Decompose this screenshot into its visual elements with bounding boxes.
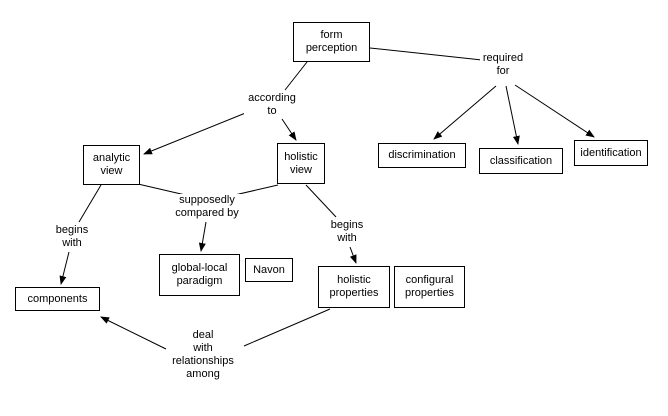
link-label-begins-with-left: begins with xyxy=(50,224,94,250)
node-discrimination: discrimination xyxy=(378,143,466,168)
node-navon: Navon xyxy=(245,258,293,282)
node-global-local-paradigm: global-local paradigm xyxy=(159,254,240,296)
node-holistic-view: holistic view xyxy=(277,143,325,184)
node-configural-properties: configural properties xyxy=(394,266,465,308)
link-label-required-for: required for xyxy=(480,52,526,78)
edge-deal_with-to-components xyxy=(100,316,167,350)
edge-begins_with_left-to-components xyxy=(59,251,70,285)
node-holistic-properties: holistic properties xyxy=(318,266,390,308)
edge-according_to-to-analytic_view xyxy=(143,111,249,155)
edge-holistic_properties-to-deal_with xyxy=(243,308,331,347)
edge-form_perception-to-required_for xyxy=(369,47,483,61)
edge-required_for-to-classification xyxy=(505,85,520,145)
link-label-supposedly-compared-by: supposedly compared by xyxy=(171,194,243,220)
edge-analytic_view-to-begins_with_left xyxy=(78,184,102,223)
edge-supposedly_compared_by-to-global_local_paradigm xyxy=(198,221,207,252)
node-classification: classification xyxy=(479,148,563,174)
link-label-according-to: according to xyxy=(244,92,300,118)
edge-according_to-to-holistic_view xyxy=(281,118,297,141)
node-identification: identification xyxy=(574,140,648,166)
edge-form_perception-to-according_to xyxy=(284,61,308,91)
node-form-perception: form perception xyxy=(293,22,370,62)
edge-required_for-to-discrimination xyxy=(433,85,497,140)
edge-required_for-to-identification xyxy=(514,84,595,138)
node-analytic-view: analytic view xyxy=(83,145,140,185)
edge-holistic_view-to-begins_with_right xyxy=(305,184,337,218)
node-components: components xyxy=(15,287,100,311)
link-label-deal-with-relationships-among: deal with relationships among xyxy=(167,329,239,381)
edge-begins_with_right-to-holistic_properties xyxy=(349,246,357,264)
link-label-begins-with-right: begins with xyxy=(325,219,369,245)
